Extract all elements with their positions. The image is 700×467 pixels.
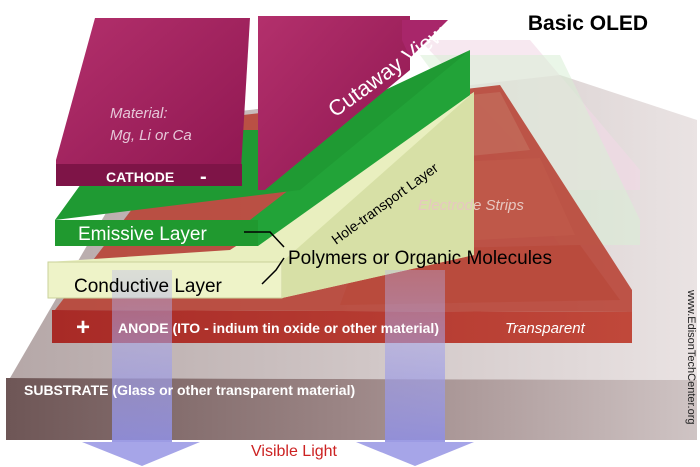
cathode-sign: -	[200, 166, 207, 188]
conductive-layer	[47, 92, 474, 299]
watermark-url: www.EdisonTechCenter.org	[685, 289, 697, 425]
leader-line-conductive	[261, 257, 285, 285]
cathode-material-line1: Material:	[110, 105, 168, 122]
leader-line-emissive	[244, 231, 285, 248]
visible-light-label: Visible Light	[251, 443, 338, 460]
substrate-label: SUBSTRATE (Glass or other transparent ma…	[24, 382, 355, 398]
diagram-title: Basic OLED	[528, 12, 648, 35]
conductive-layer-label: Conductive Layer	[74, 276, 223, 297]
emissive-layer-label: Emissive Layer	[78, 224, 207, 245]
anode-label: ANODE (ITO - indium tin oxide or other m…	[118, 320, 439, 336]
cathode-material-line2: Mg, Li or Ca	[110, 127, 192, 144]
electrode-strips-label: Electrode Strips	[418, 197, 524, 214]
polymers-note: Polymers or Organic Molecules	[288, 248, 552, 269]
anode-sign: +	[76, 314, 90, 341]
light-beam-left	[82, 270, 200, 466]
anode-suffix: Transparent	[505, 320, 586, 337]
light-beam-right	[356, 270, 474, 466]
cathode-strips	[56, 16, 448, 190]
cathode-label: CATHODE	[106, 169, 174, 185]
